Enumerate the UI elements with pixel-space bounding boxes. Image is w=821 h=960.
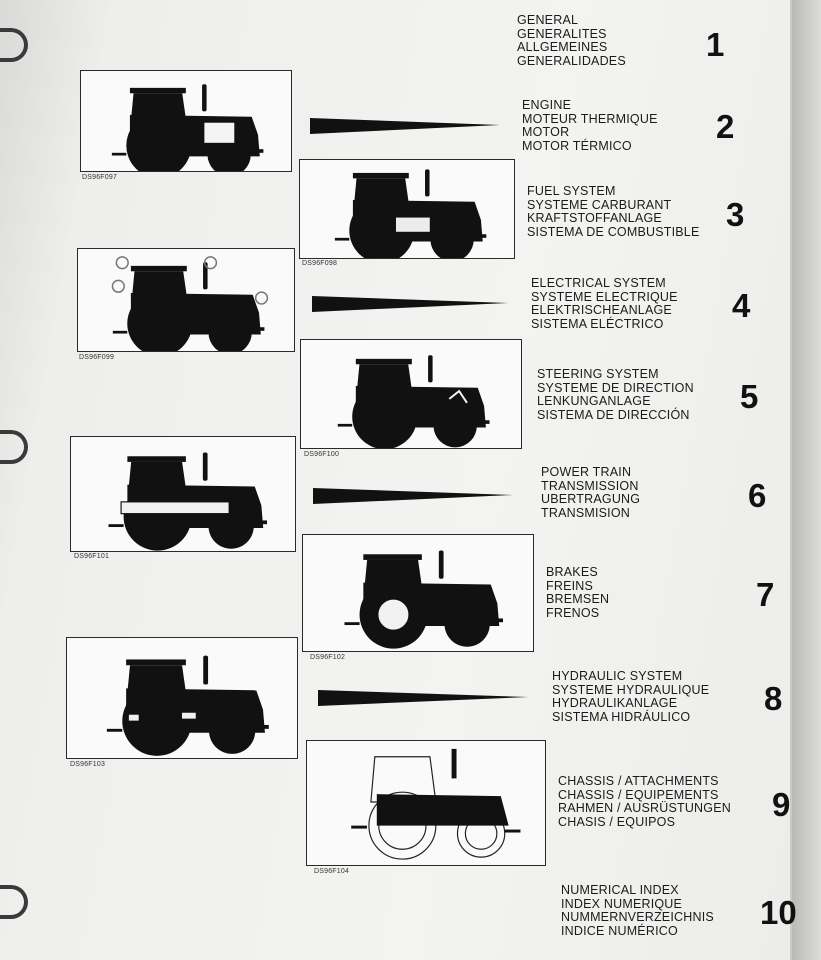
section-label: ENGINE — [522, 98, 572, 112]
section-label: SISTEMA HIDRÁULICO — [552, 709, 691, 724]
section-5-number: 5 — [740, 378, 759, 415]
section-label: SISTEMA DE DIRECCIÓN — [537, 407, 690, 422]
image-code: DS96F100 — [304, 451, 340, 458]
section-label: FREINS — [546, 578, 594, 593]
section-8-illustration — [66, 637, 298, 759]
image-code: DS96F101 — [74, 553, 110, 560]
section-label: MOTOR TÉRMICO — [522, 138, 632, 153]
section-label: INDEX NUMERIQUE — [561, 896, 683, 911]
image-code: DS96F099 — [79, 354, 115, 361]
binder-ring-icon — [0, 885, 28, 919]
section-label: SYSTEME CARBURANT — [527, 197, 672, 212]
pointer-wedge-icon — [318, 690, 528, 706]
section-label: BREMSEN — [546, 592, 610, 606]
section-label: GENERALIDADES — [517, 53, 626, 68]
binder-ring-icon — [0, 28, 28, 62]
section-label: POWER TRAIN — [541, 465, 632, 479]
section-label: TRANSMISSION — [541, 478, 639, 493]
section-label: ELEKTRISCHEANLAGE — [531, 303, 672, 317]
section-9-labels: CHASSIS / ATTACHMENTS CHASSIS / EQUIPEME… — [558, 774, 731, 829]
section-label: NUMMERNVERZEICHNIS — [561, 910, 714, 924]
section-label: TRANSMISION — [541, 505, 631, 520]
section-4-number: 4 — [732, 287, 751, 324]
section-label: RAHMEN / AUSRÜSTUNGEN — [558, 801, 731, 815]
section-label: SISTEMA DE COMBUSTIBLE — [527, 224, 700, 239]
section-label: INDICE NUMÉRICO — [561, 923, 678, 938]
section-4-labels: ELECTRICAL SYSTEM SYSTEME ELECTRIQUE ELE… — [531, 276, 678, 331]
image-code: DS96F102 — [310, 654, 346, 661]
section-label: HYDRAULIKANLAGE — [552, 696, 678, 710]
image-code: DS96F103 — [70, 761, 106, 768]
section-label: MOTOR — [522, 125, 570, 139]
pointer-wedge-icon — [312, 296, 508, 312]
section-label: UBERTRAGUNG — [541, 492, 641, 506]
section-label: NUMERICAL INDEX — [561, 883, 679, 897]
section-1-labels: GENERAL GENERALITES ALLGEMEINES GENERALI… — [517, 13, 626, 68]
section-label: STEERING SYSTEM — [537, 367, 659, 381]
section-label: SYSTEME ELECTRIQUE — [531, 289, 678, 304]
section-8-number: 8 — [764, 680, 783, 717]
section-2-labels: ENGINE MOTEUR THERMIQUE MOTOR MOTOR TÉRM… — [522, 98, 658, 153]
section-2-illustration — [80, 70, 292, 172]
image-code: DS96F104 — [314, 868, 350, 875]
section-2-number: 2 — [716, 108, 735, 145]
section-label: KRAFTSTOFFANLAGE — [527, 211, 662, 225]
section-6-illustration — [70, 436, 296, 552]
section-10-number: 10 — [760, 894, 797, 931]
section-8-labels: HYDRAULIC SYSTEM SYSTEME HYDRAULIQUE HYD… — [552, 669, 710, 724]
section-7-illustration — [302, 534, 534, 652]
section-3-labels: FUEL SYSTEM SYSTEME CARBURANT KRAFTSTOFF… — [527, 184, 700, 239]
image-code: DS96F097 — [82, 174, 118, 181]
section-label: SYSTEME HYDRAULIQUE — [552, 682, 710, 697]
pointer-wedge-icon — [313, 488, 513, 504]
section-10-labels: NUMERICAL INDEX INDEX NUMERIQUE NUMMERNV… — [561, 883, 714, 938]
section-7-labels: BRAKES FREINS BREMSEN FRENOS — [546, 565, 610, 620]
section-label: BRAKES — [546, 565, 598, 579]
section-label: SYSTEME DE DIRECTION — [537, 380, 694, 395]
page-edge — [792, 0, 821, 960]
section-label: FRENOS — [546, 605, 600, 620]
section-5-labels: STEERING SYSTEM SYSTEME DE DIRECTION LEN… — [537, 367, 694, 422]
pointer-wedge-icon — [310, 118, 500, 134]
section-label: SISTEMA ELÉCTRICO — [531, 316, 664, 331]
section-label: CHASIS / EQUIPOS — [558, 814, 676, 829]
binder-ring-icon — [0, 430, 28, 464]
image-code: DS96F098 — [302, 260, 338, 267]
section-5-illustration — [300, 339, 522, 449]
section-6-labels: POWER TRAIN TRANSMISSION UBERTRAGUNG TRA… — [541, 465, 641, 520]
section-9-number: 9 — [772, 786, 791, 823]
section-label: GENERAL — [517, 13, 579, 27]
section-6-number: 6 — [748, 477, 767, 514]
section-3-illustration — [299, 159, 515, 259]
section-label: CHASSIS / EQUIPEMENTS — [558, 787, 719, 802]
section-label: ELECTRICAL SYSTEM — [531, 276, 666, 290]
section-7-number: 7 — [756, 576, 775, 613]
section-label: MOTEUR THERMIQUE — [522, 111, 658, 126]
section-label: FUEL SYSTEM — [527, 184, 616, 198]
section-9-illustration — [306, 740, 546, 866]
section-3-number: 3 — [726, 196, 745, 233]
section-label: HYDRAULIC SYSTEM — [552, 669, 683, 683]
section-label: GENERALITES — [517, 26, 607, 41]
section-1-number: 1 — [706, 26, 725, 63]
section-4-illustration — [77, 248, 295, 352]
section-label: ALLGEMEINES — [517, 40, 608, 54]
section-label: LENKUNGANLAGE — [537, 394, 651, 408]
section-label: CHASSIS / ATTACHMENTS — [558, 774, 719, 788]
